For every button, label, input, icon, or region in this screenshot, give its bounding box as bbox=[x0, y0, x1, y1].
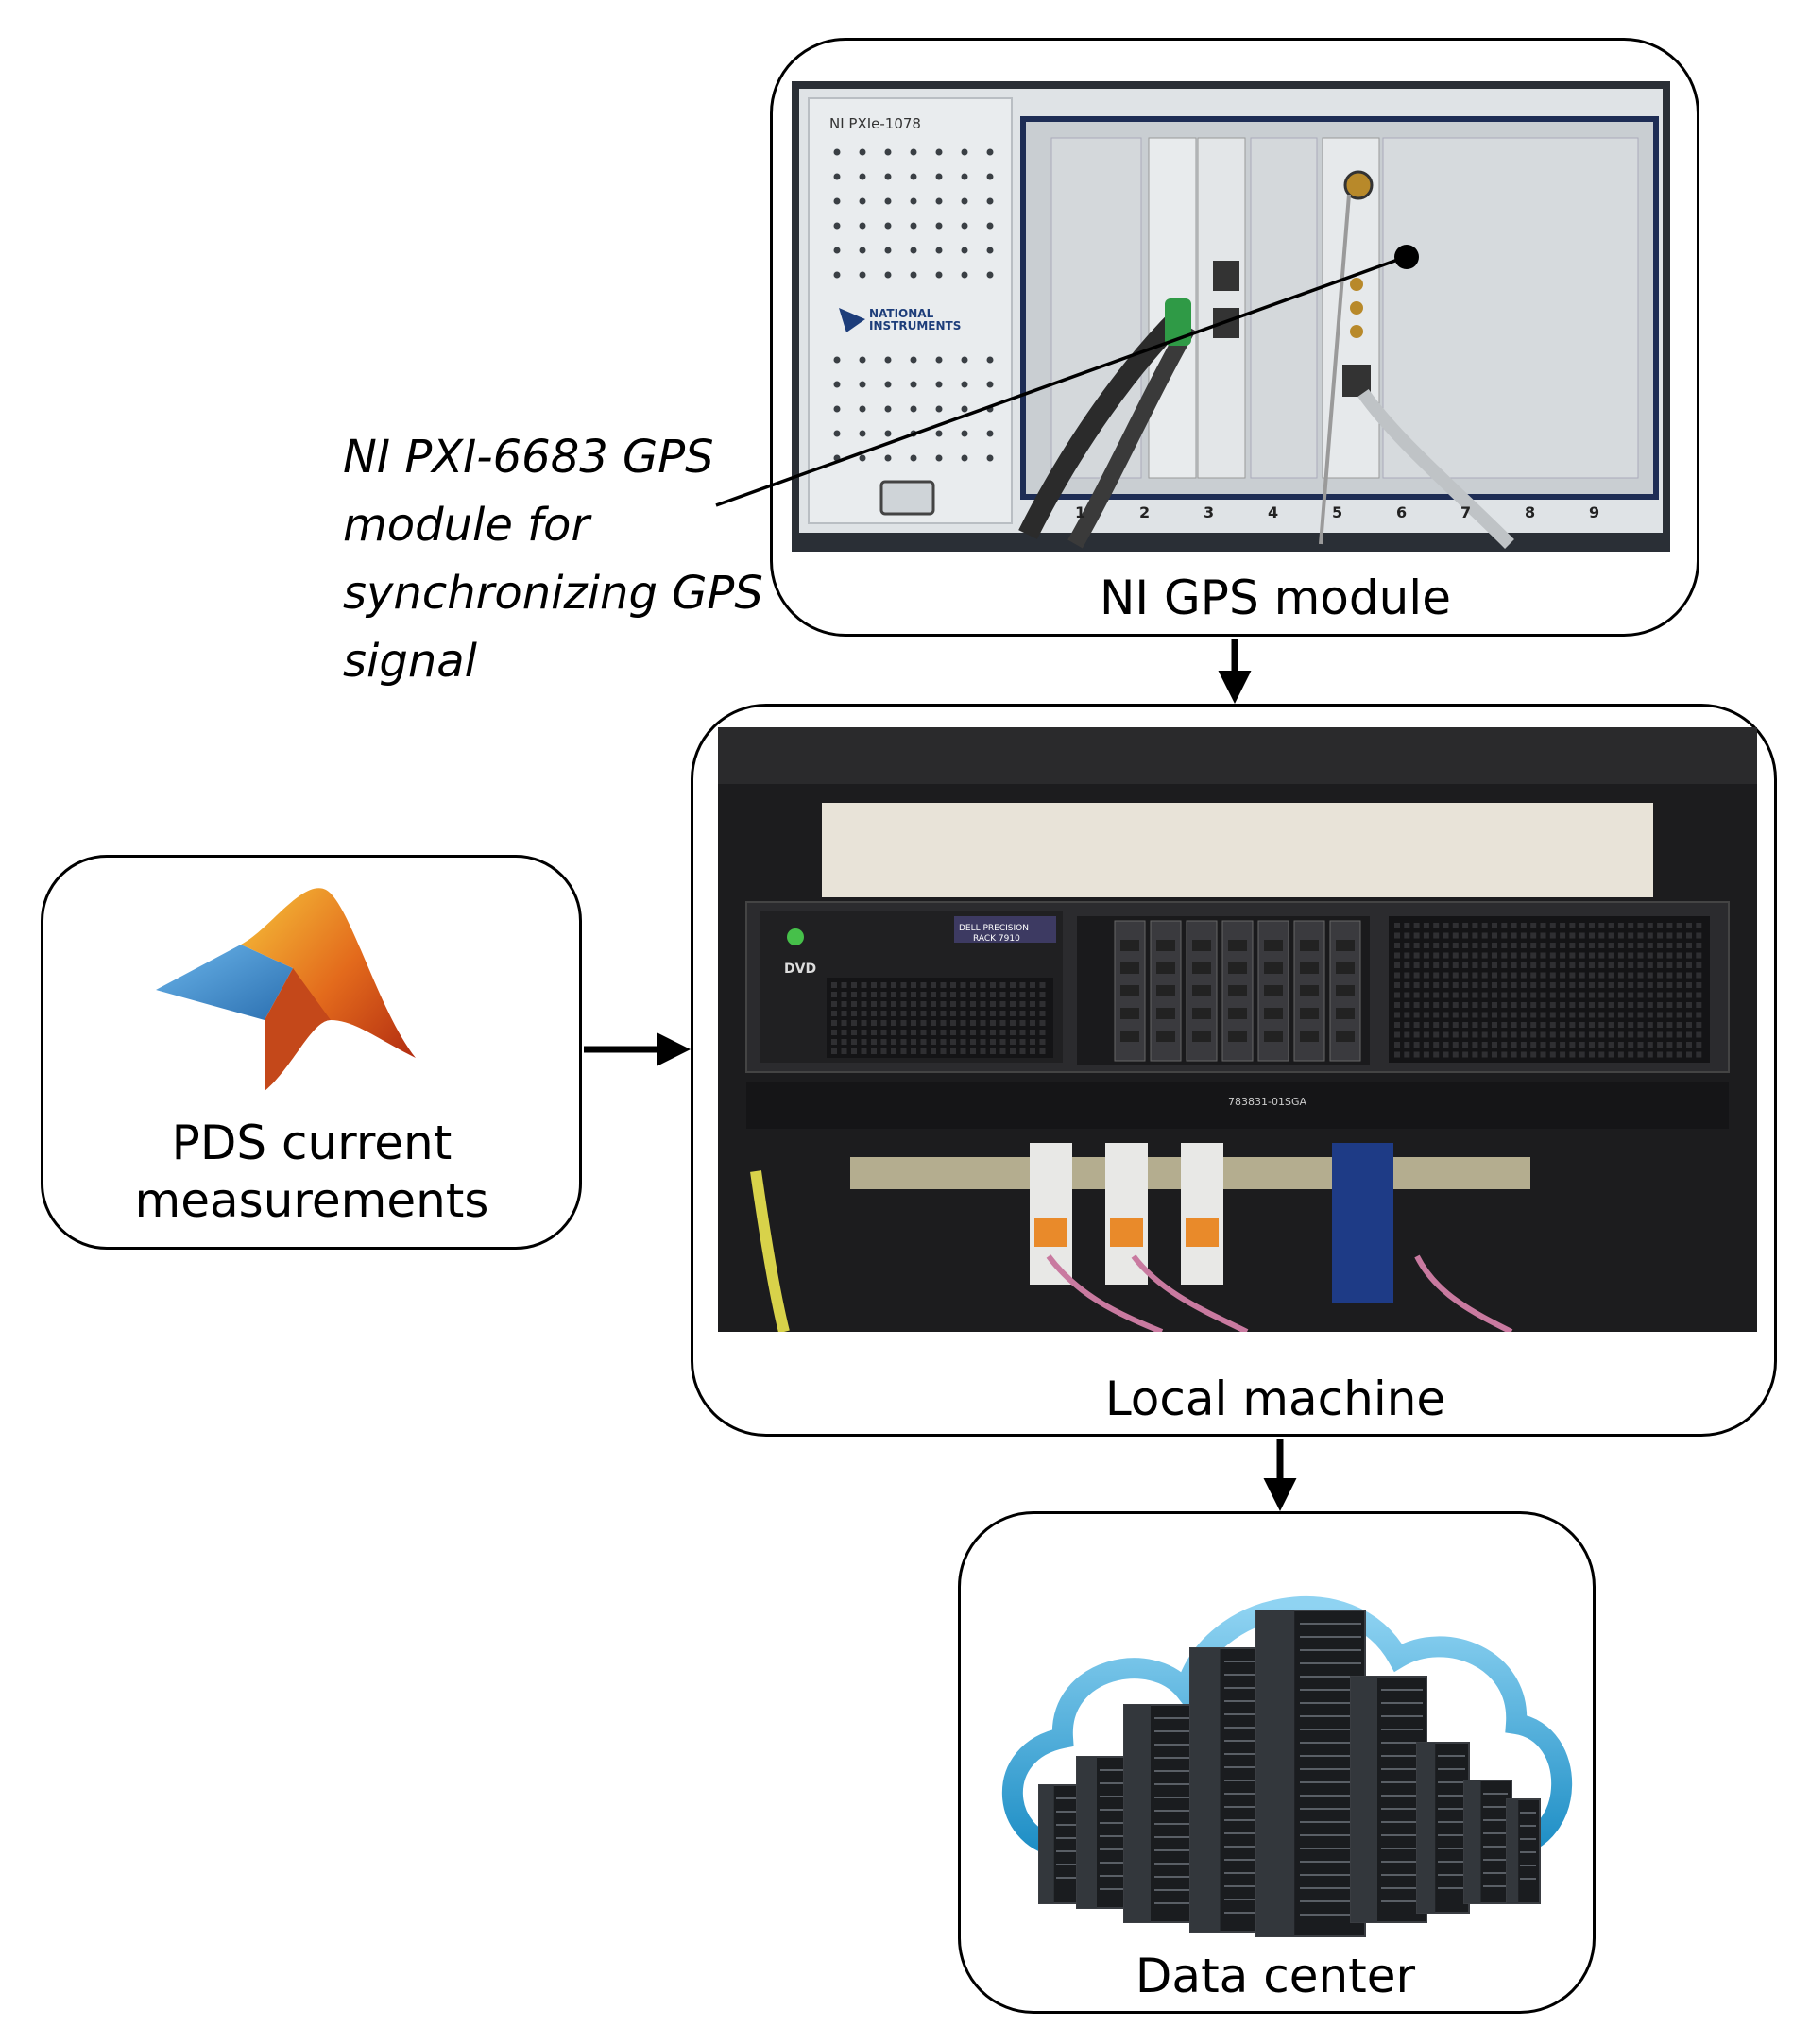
annotation-line3: synchronizing GPS bbox=[343, 567, 763, 620]
chassis-model-text: NI PXIe-1078 bbox=[829, 115, 921, 132]
slot-number-3: 3 bbox=[1204, 503, 1214, 521]
local-machine-label: Local machine bbox=[1104, 1371, 1446, 1426]
annotation-line2: module for bbox=[343, 499, 590, 552]
slot-number-1: 1 bbox=[1075, 503, 1085, 521]
gps-module-label: NI GPS module bbox=[1100, 571, 1451, 625]
slot-number-6: 6 bbox=[1396, 503, 1407, 521]
slot-number-4: 4 bbox=[1268, 503, 1278, 521]
pds-label-line2: measurements bbox=[134, 1173, 489, 1228]
gps-annotation: NI PXI-6683 GPS module for synchronizing… bbox=[343, 423, 763, 695]
local-machine-photo: DELL PRECISION RACK 7910 DVD 783831-01SG… bbox=[718, 727, 1757, 1332]
slot-number-9: 9 bbox=[1589, 503, 1599, 521]
matlab-logo-icon bbox=[151, 878, 425, 1096]
server-brand-text: DELL PRECISION bbox=[959, 924, 1029, 933]
slot-number-7: 7 bbox=[1460, 503, 1471, 521]
chassis-brand-line1: NATIONAL bbox=[869, 307, 934, 320]
pds-label-line1: PDS current bbox=[171, 1116, 452, 1170]
server-model-text: RACK 7910 bbox=[973, 934, 1020, 944]
data-center-label: Data center bbox=[1135, 1949, 1416, 2003]
slot-number-2: 2 bbox=[1139, 503, 1150, 521]
pds-measurements-label: PDS current measurements bbox=[94, 1115, 529, 1230]
cloud-server-icon bbox=[973, 1535, 1587, 1941]
annotation-line1: NI PXI-6683 GPS bbox=[343, 431, 714, 484]
slot-number-8: 8 bbox=[1525, 503, 1535, 521]
gps-chassis-photo: NI PXIe-1078 NATIONAL INSTRUMENTS 1 2 3 4 5 6… bbox=[792, 81, 1670, 552]
chassis-brand-line2: INSTRUMENTS bbox=[869, 319, 961, 332]
dvd-text: DVD bbox=[784, 962, 816, 977]
annotation-line4: signal bbox=[343, 635, 477, 688]
rack-part-text: 783831-01SGA bbox=[1228, 1096, 1306, 1108]
slot-number-5: 5 bbox=[1332, 503, 1342, 521]
